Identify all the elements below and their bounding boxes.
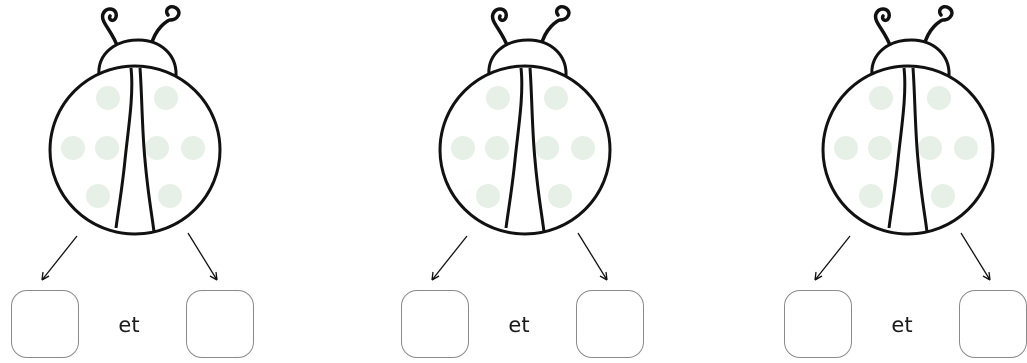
answer-box-right[interactable] bbox=[576, 290, 644, 358]
conjunction-label: et bbox=[109, 312, 149, 338]
arrow-icon bbox=[815, 233, 990, 280]
answer-box-left[interactable] bbox=[784, 290, 852, 358]
arrow-icon bbox=[42, 233, 217, 280]
answer-box-right[interactable] bbox=[959, 290, 1027, 358]
conjunction-label: et bbox=[499, 312, 539, 338]
exercise-2: et bbox=[390, 0, 690, 363]
answer-box-right[interactable] bbox=[186, 290, 254, 358]
answer-box-left[interactable] bbox=[11, 290, 79, 358]
conjunction-label: et bbox=[882, 312, 922, 338]
arrow-icon bbox=[432, 233, 607, 280]
exercise-3: et bbox=[773, 0, 1027, 363]
answer-box-left[interactable] bbox=[401, 290, 469, 358]
exercise-1: et bbox=[0, 0, 300, 363]
